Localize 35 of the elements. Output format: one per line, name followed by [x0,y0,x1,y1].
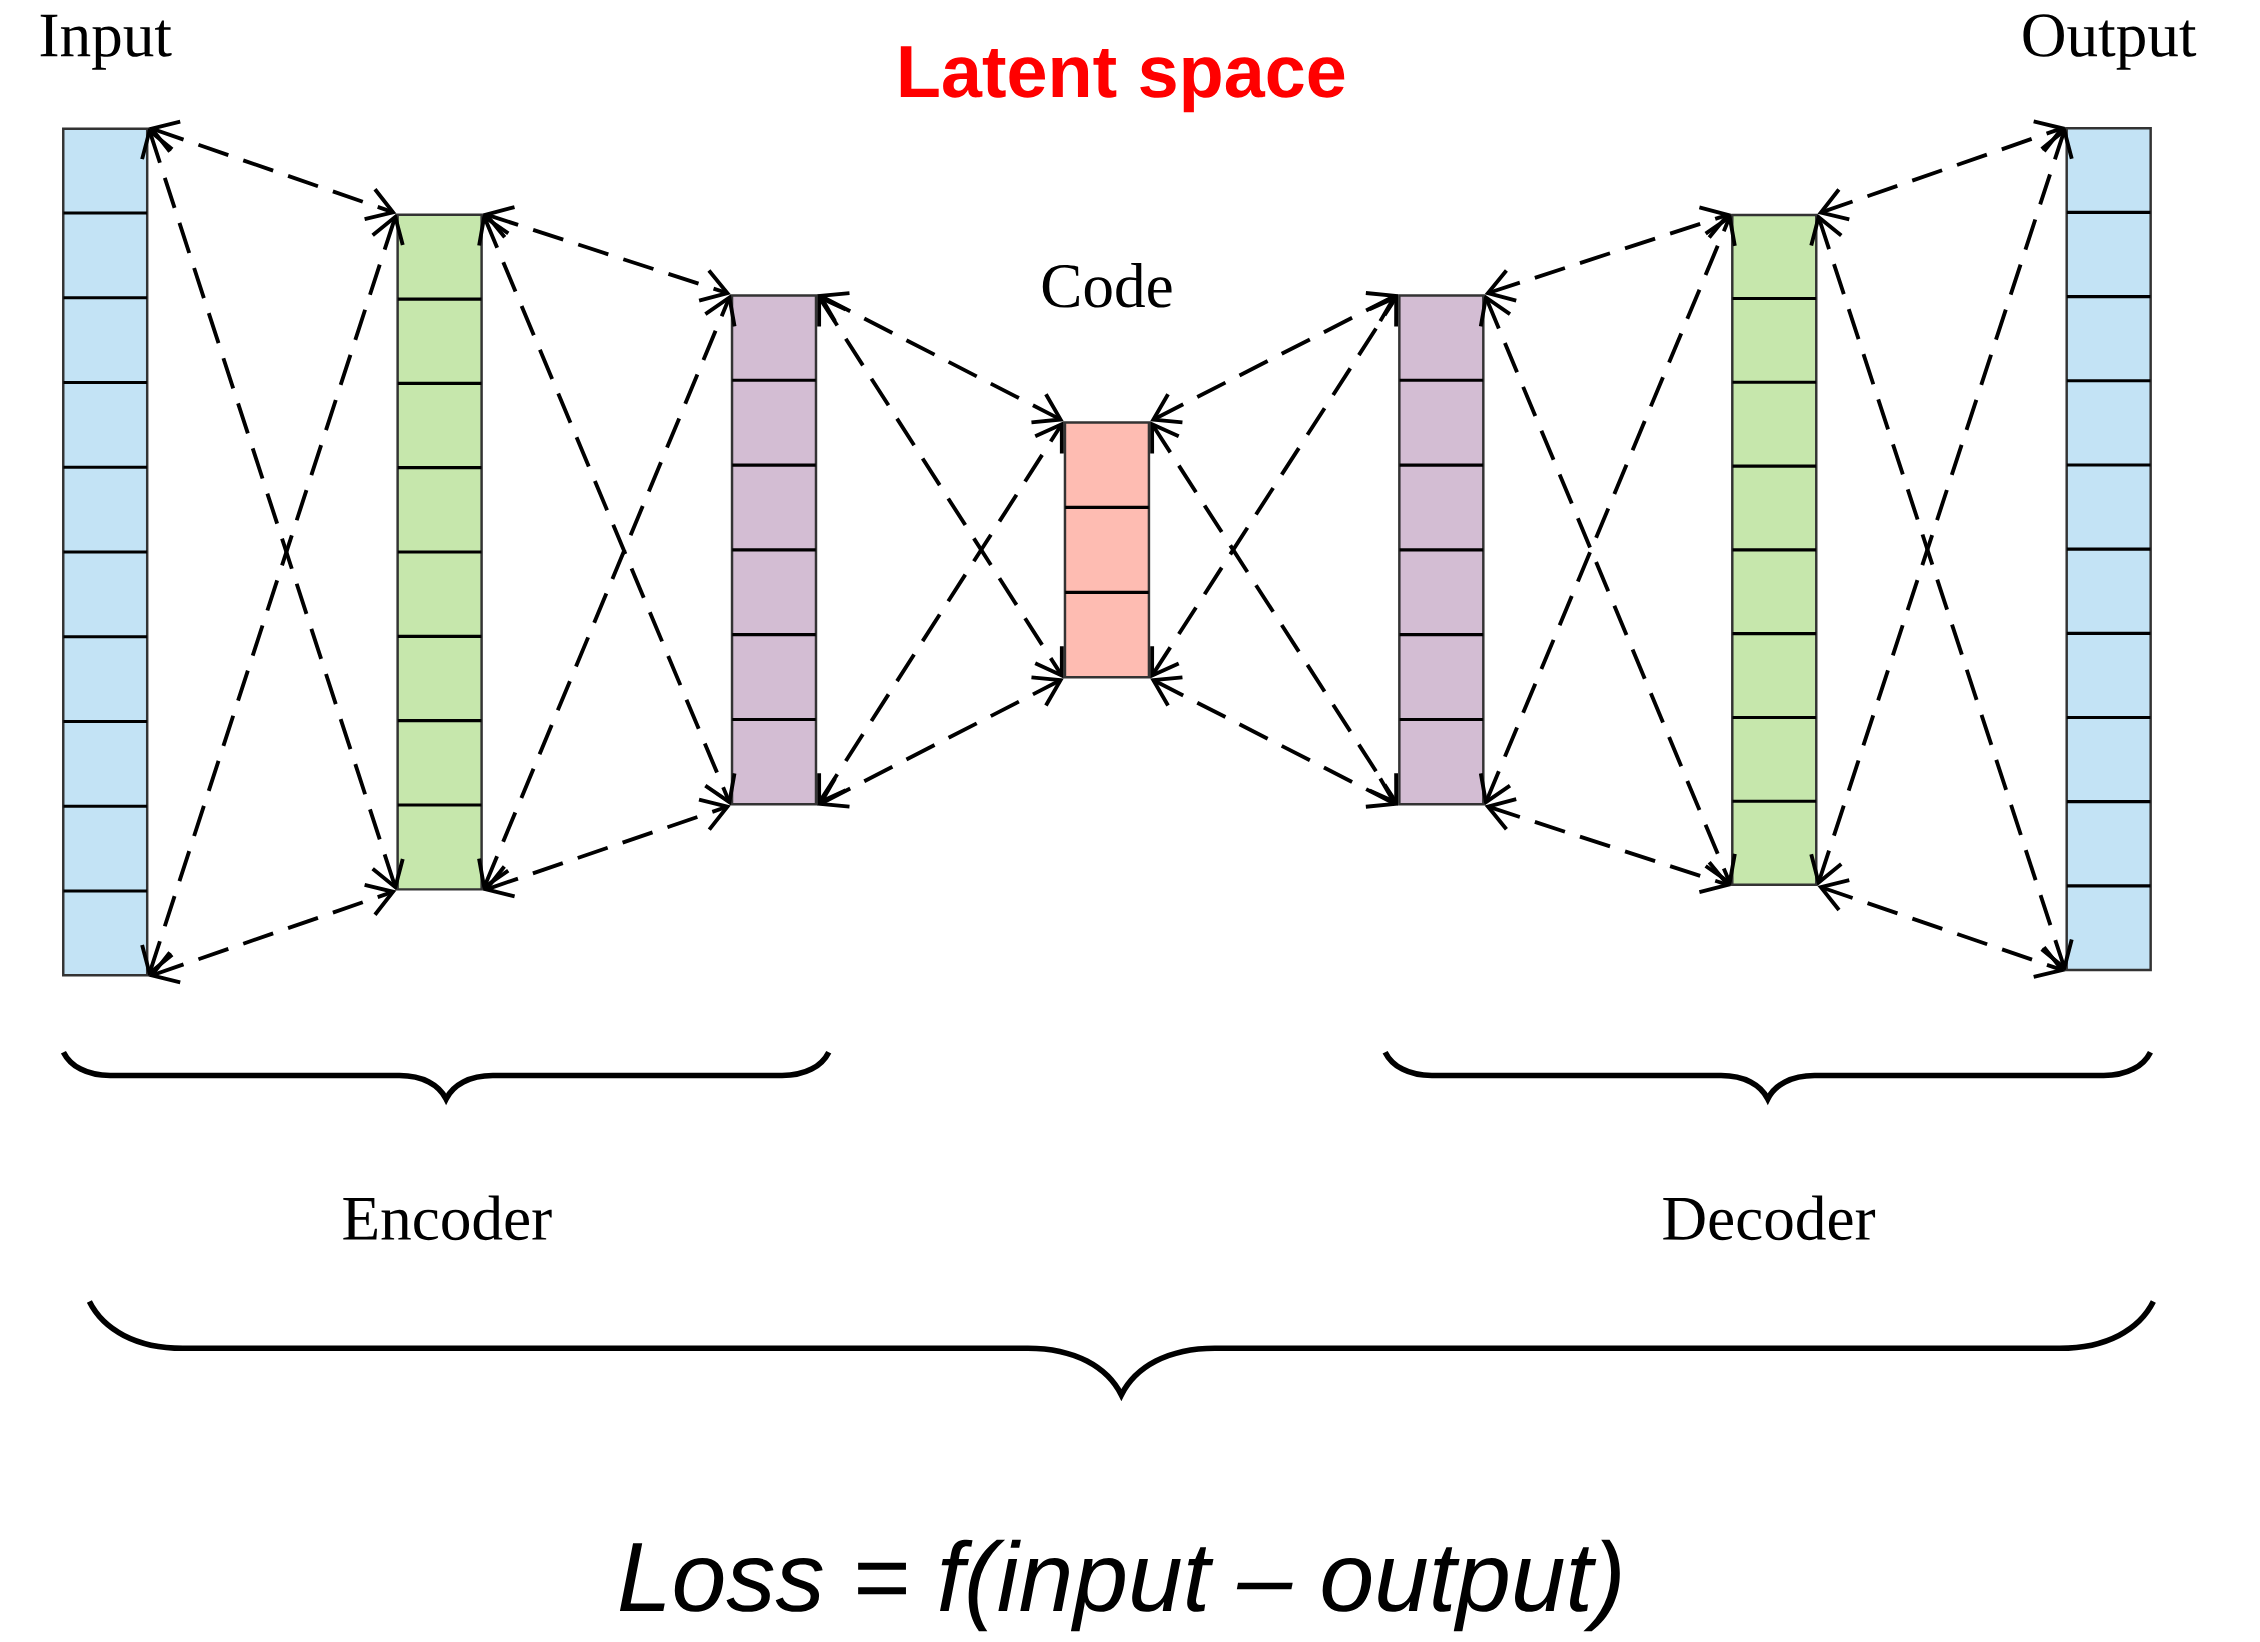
layer-box [730,294,818,806]
arrow [817,421,1064,806]
arrow [817,291,1064,425]
arrow [1809,213,2074,972]
layer-label: Code [1042,263,1172,308]
arrow [1817,119,2066,222]
brace-label: Decoder [1663,1195,1876,1241]
arrow [482,797,731,899]
arrow [482,205,731,303]
layer-box [1731,213,1818,887]
arrow [148,120,397,222]
layer-box [1398,294,1485,806]
arrow [148,883,397,985]
arrow [1478,294,1737,887]
arrow [1150,291,1399,425]
arrow [140,213,405,977]
arrow [1150,294,1399,679]
arrow [1809,127,2074,887]
heading: Latent space [900,46,1345,113]
arrow [817,675,1064,809]
arrow [1150,675,1399,809]
arrow [1817,878,2066,980]
arrow [477,294,737,891]
formula: Loss = f(input – output) [619,1539,1620,1632]
layer-box [396,213,483,891]
arrow [140,127,405,891]
arrow [477,213,737,806]
layer-label: Output [2023,14,2197,70]
arrow [1478,213,1737,806]
arrow [1150,421,1399,806]
brace-label: Encoder [343,1195,552,1241]
layer-label: Input [40,14,172,70]
arrow [817,294,1064,679]
arrow [1484,205,1732,303]
arrow [1484,797,1732,895]
